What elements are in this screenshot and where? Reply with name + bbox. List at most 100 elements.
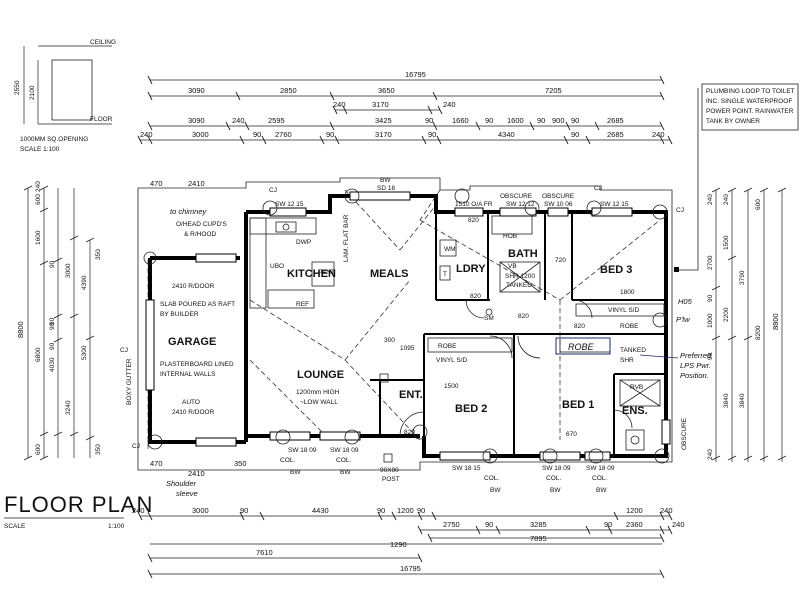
plasterboard-note: PLASTERBOARD LINED [160,361,234,368]
top-dim-text: 240 [443,100,456,109]
room-kitchen: KITCHEN [287,268,336,280]
bw-label: BW [596,487,607,494]
robe-label: ROBE [620,323,639,330]
top-dim-text: 90 [425,116,433,125]
vanity-basin-label: VB [508,263,517,270]
flat-bar-label: LAM. FLAT BAR [343,214,350,262]
bottom-dim-text: 240 [660,506,673,515]
top-dim-text: 90 [485,116,493,125]
robe-label: ROBE [438,343,457,350]
left-dim-text: 4390 [81,275,88,290]
top-dim-text: 2850 [280,86,297,95]
window-label: SW 12 15 [275,201,304,208]
dim-label: 1500 [444,383,459,390]
top-dim-text: 90 [253,130,261,139]
dim-label: 470 [150,459,163,468]
left-dim-text: 240 [35,181,42,192]
washing-machine-label: WM [444,246,456,253]
dim-label: 820 [574,323,585,330]
top-dim-text: 1600 [507,116,524,125]
right-dimensions: 2700 1500 3790 8200 3840 3840 90 1000 22… [707,187,787,462]
pantry-label: PANT [318,269,335,276]
room-laundry: LDRY [456,263,486,275]
left-dim-text: 90 [49,342,56,350]
top-dim-text: 3090 [188,86,205,95]
bottom-dim-text: 7895 [530,534,547,543]
window-label: SW 18 09 [330,447,359,454]
bottom-dim-text: 90 [377,506,385,515]
column-label: COL. [546,475,561,482]
column-label: COL. [592,475,607,482]
right-dim-text: 90 [707,294,714,302]
hob-label: HOB [503,233,517,240]
dim-label: 820 [404,429,415,436]
bottom-dim-text: 3285 [530,520,547,529]
bw-label: BW [340,469,351,476]
shower-label: SHR 1200 [505,273,535,280]
tanked-label: TANKED [506,282,532,289]
plumbing-note-line: INC. SINGLE WATERPROOF [706,98,792,105]
dim-label: 720 [555,257,566,264]
handwritten-chimney-note: to chimney [170,207,208,216]
right-dim-text: 2700 [707,255,714,270]
walls [143,188,671,464]
top-dim-text: 90 [571,130,579,139]
door-label: SD 18 [377,185,395,192]
tanked-label: TANKED [620,347,646,354]
drawing-annotations: SW 12 15 SD 18 BW CJ 1510 O/A FR OBSCURE… [120,177,712,498]
dim-label: 1800 [620,289,635,296]
top-dimensions: 16795 3090 2850 3650 7205 240 3170 240 3… [137,70,673,145]
dim-label: 470 [150,179,163,188]
section-detail: CEILING FLOOR 2550 2100 1000MM SQ.OPENIN… [14,39,116,153]
bw-label: BW [490,487,501,494]
window-label: 1510 O/A FR [455,201,493,208]
right-overall-dim: 8800 [771,313,780,330]
vinyl-sliding-door-label: VINYL S/D [608,307,639,314]
fridge-label: REF [296,301,309,308]
right-dim-text: 240 [707,194,714,205]
cj-label: CJ [676,207,684,214]
bw-label: BW [550,487,561,494]
plasterboard-note: INTERNAL WALLS [160,371,216,378]
top-dim-text: 240 [232,116,245,125]
bottom-dim-text: 3000 [192,506,209,515]
left-dim-text: 90 [49,260,56,268]
room-ensuite: ENS. [622,405,648,417]
cj-label: CJ [120,347,128,354]
dim-label: 820 [518,313,529,320]
dim-label: 820 [470,293,481,300]
ceiling-label: CEILING [90,39,116,46]
window-label: SW 12 12 [506,201,535,208]
handwritten-note: P'lw [676,315,690,324]
room-garage: GARAGE [168,336,216,348]
bw-label: BW [290,469,301,476]
bottom-dim-text: 240 [132,506,145,515]
bottom-dim-text: 7610 [256,548,273,557]
left-overall-dim: 8800 [16,321,25,338]
left-dim-text: 90 [49,322,56,330]
window-label: SW 12 15 [600,201,629,208]
dim-label: 300 [384,337,395,344]
bottom-dim-text: 4430 [312,506,329,515]
overhead-cupboards-label: O/HEAD CUPD'S [176,221,227,228]
low-wall-note: ~LOW WALL [300,399,338,406]
right-dim-text: 3840 [723,393,730,408]
handwritten-note: Shoulder [166,479,197,488]
top-dim-text: 90 [537,116,545,125]
window-label: SW 10 06 [544,201,573,208]
right-dim-text: 1000 [707,313,714,328]
smoke-alarm-label: SM [484,315,494,322]
roof-outline [137,177,673,471]
room-meals: MEALS [370,268,409,280]
handwritten-note: H05 [678,297,693,306]
post-label: POST [382,476,400,483]
window-label: SW 18 09 [586,465,615,472]
top-dim-text: 1660 [452,116,469,125]
room-entry: ENT. [399,389,423,401]
top-overall-dim: 16795 [405,70,426,79]
right-dim-text: 3790 [739,270,746,285]
left-dim-text: 600 [35,194,42,205]
right-dim-text: 240 [707,449,714,460]
right-dim-text: 8200 [755,325,762,340]
bw-label: BW [380,177,391,184]
